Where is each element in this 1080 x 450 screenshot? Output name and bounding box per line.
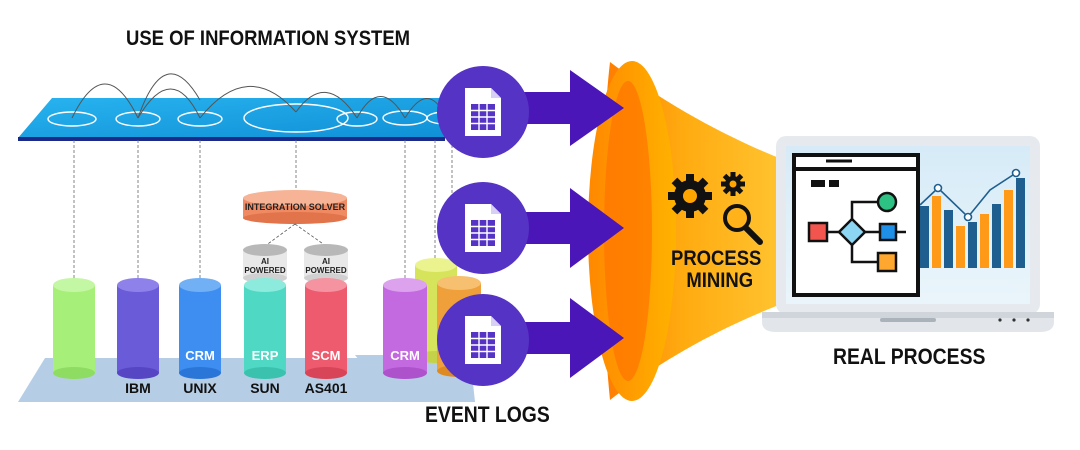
funnel [588,61,832,401]
gear-magnifier-icon [668,172,763,245]
real-process-label: REAL PROCESS [833,344,986,369]
cylinder-as401 [305,278,347,379]
unix-top-label: CRM [185,348,215,363]
ai-powered-right-label: AI POWERED [305,257,346,275]
event-log-bottom [437,294,529,386]
screen-bar-chart [919,168,1025,268]
floor-tile-left [18,358,392,402]
title: USE OF INFORMATION SYSTEM [126,27,411,50]
arrow-bottom [490,298,624,378]
arrows [490,70,624,378]
as401-top-label: SCM [311,348,341,363]
process-mining-line2: MINING [686,269,754,292]
spreadsheet-icon [465,204,501,252]
spreadsheet-icon [465,88,501,136]
as401-label: AS401 [304,380,348,396]
sun-top-label: ERP [251,348,279,363]
unix-label: UNIX [183,380,217,396]
ibm-label: IBM [125,380,151,396]
ai-right-line1: AI [322,257,330,266]
platform-nodes [47,103,464,133]
arrow-middle [490,188,624,268]
ai-powered-left-label: AI POWERED [244,257,285,275]
spreadsheet-icon [465,316,501,364]
event-log-middle [437,182,529,274]
event-logs-label: EVENT LOGS [425,402,550,427]
integration-solver-label: INTEGRATION SOLVER [244,202,346,212]
integration-solver [243,190,347,224]
ai-right-line2: POWERED [305,266,347,275]
cylinder-ibm [117,278,159,379]
cylinder-sun [244,278,286,379]
flowchart-window [792,153,920,297]
crm-label: CRM [390,348,420,363]
ai-left-line1: AI [261,257,269,266]
ai-left-line2: POWERED [244,266,286,275]
event-log-top [437,66,529,158]
cylinder-unix [179,278,221,379]
sun-label: SUN [250,380,280,396]
cylinder-crm [383,278,427,379]
process-mining-label: PROCESS MINING [671,248,761,292]
process-mining-line1: PROCESS [671,247,762,270]
arrow-top [490,70,624,146]
cylinder-green [53,278,95,379]
